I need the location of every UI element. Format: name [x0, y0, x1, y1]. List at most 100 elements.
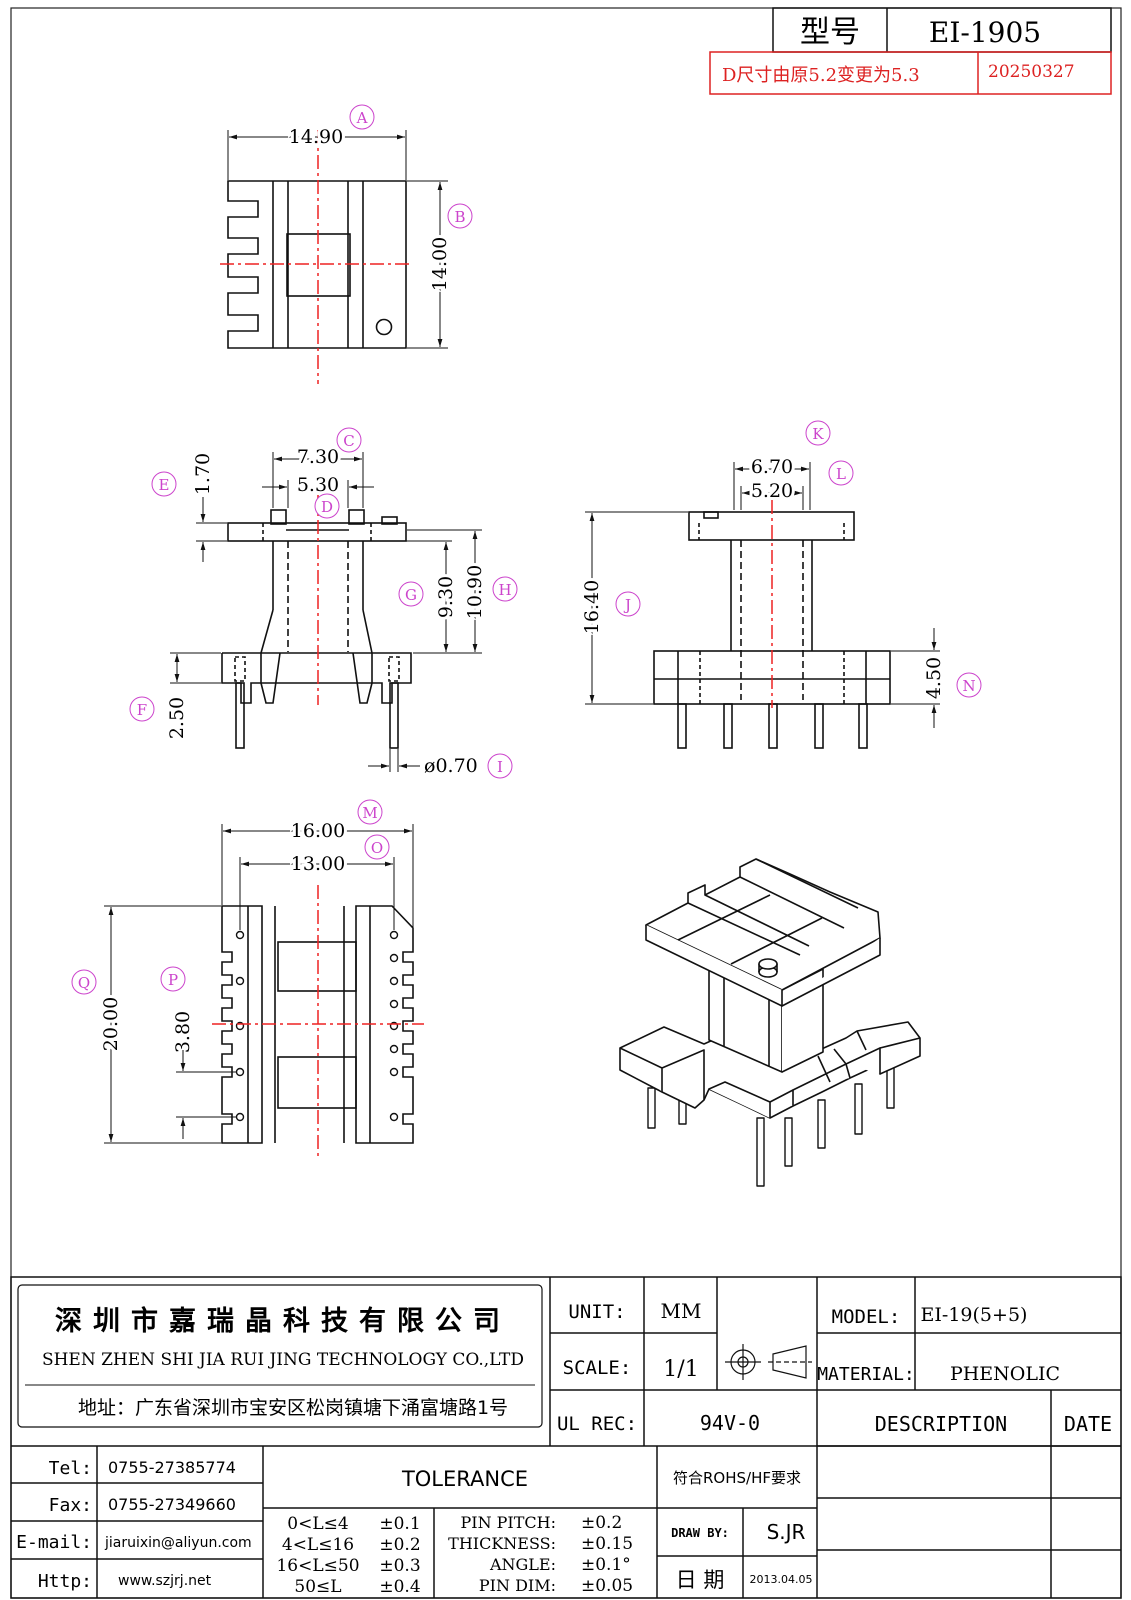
dim-a-tag: A	[356, 109, 368, 127]
dim-b-value: 14.00	[429, 237, 451, 291]
dim-c-d	[262, 452, 374, 508]
scale-label: SCALE:	[563, 1357, 632, 1379]
dim-i-value: ø0.70	[424, 755, 478, 777]
top-view-centerlines	[220, 130, 413, 384]
dim-m-tag-circle	[357, 799, 383, 825]
dim-n-value: 4.50	[923, 657, 945, 699]
description-label: DESCRIPTION	[875, 1412, 1007, 1436]
dim-q	[104, 905, 221, 1144]
dim-b-tag-circle	[447, 203, 473, 229]
material-label: MATERIAL:	[817, 1364, 915, 1385]
rohs-note: 符合ROHS/HF要求	[673, 1469, 801, 1487]
tol-param-3: PIN DIM:	[479, 1576, 556, 1595]
dim-l-value: 5.20	[751, 480, 793, 502]
dim-p-value: 3.80	[172, 1011, 194, 1053]
dim-n	[891, 628, 940, 728]
draw-by-value: S.JR	[767, 1520, 806, 1544]
tol-range-1: 4<L≤16	[282, 1535, 354, 1555]
company-name-cn: 深圳市嘉瑞晶科技有限公司	[55, 1305, 511, 1337]
dim-g-value: 9.30	[435, 576, 457, 618]
tol-value-3: ±0.4	[379, 1577, 420, 1597]
dim-j	[585, 511, 688, 705]
dim-j-tag: J	[623, 596, 631, 614]
bottom-view	[221, 905, 414, 1144]
dim-e-tag: E	[159, 476, 170, 494]
dim-a-tag-circle	[349, 104, 375, 130]
unit-value: MM	[661, 1299, 702, 1323]
dim-o-value: 13.00	[291, 853, 345, 875]
dim-d-tag: D	[321, 498, 333, 516]
dim-a-value: 14.90	[289, 126, 343, 148]
ul-value: 94V-0	[700, 1411, 760, 1435]
http-value: www.szjrj.net	[118, 1573, 212, 1589]
model-value: EI-19(5+5)	[921, 1304, 1028, 1326]
company-name-en: SHEN ZHEN SHI JIA RUI JING TECHNOLOGY CO…	[42, 1350, 524, 1370]
dim-h-tag-circle	[492, 576, 518, 602]
dim-f	[170, 652, 221, 684]
tol-range-2: 16<L≤50	[276, 1556, 359, 1576]
tol-param-value-2: ±0.1°	[581, 1555, 631, 1575]
dim-c-tag-circle	[336, 427, 362, 453]
header-model-box: 型号 EI-1905	[772, 7, 1112, 53]
unit-label: UNIT:	[568, 1301, 625, 1323]
date-cn-label: 日 期	[676, 1568, 725, 1592]
dim-j-value: 16.40	[581, 580, 603, 634]
dim-h-value: 10.90	[464, 565, 486, 619]
front-view	[221, 509, 412, 749]
scale-value: 1/1	[663, 1357, 698, 1382]
dim-f-tag: F	[137, 701, 147, 719]
dim-p	[176, 1050, 237, 1139]
isometric-view	[619, 858, 921, 1187]
dim-k-tag: K	[812, 425, 824, 443]
dim-a	[227, 130, 407, 180]
dim-b	[407, 180, 448, 349]
dim-j-tag-circle	[615, 591, 641, 617]
title-block-grid	[10, 1276, 1122, 1599]
fax-value: 0755-27349660	[108, 1495, 236, 1514]
dim-b-tag: B	[454, 208, 465, 226]
dim-d-tag-circle	[314, 493, 340, 519]
dim-m-tag: M	[362, 804, 377, 822]
dim-q-tag-circle	[71, 969, 97, 995]
dim-g-tag: G	[405, 586, 417, 604]
dim-d-value: 5.30	[297, 474, 339, 496]
email-value: jiaruixin@aliyun.com	[104, 1535, 252, 1551]
tol-range-3: 50≤L	[294, 1577, 341, 1597]
tol-param-value-0: ±0.2	[581, 1513, 622, 1533]
revision-date: 20250327	[988, 62, 1075, 82]
projection-symbol-icon	[725, 1344, 812, 1380]
dim-h-tag: H	[498, 581, 511, 599]
dim-c-tag: C	[343, 432, 354, 450]
tol-param-2: ANGLE:	[489, 1555, 556, 1574]
company-frame	[17, 1284, 543, 1428]
tel-label: Tel:	[49, 1458, 92, 1479]
tolerance-title: TOLERANCE	[401, 1467, 528, 1491]
dim-m-value: 16.00	[291, 820, 345, 842]
dim-q-tag: Q	[78, 974, 90, 992]
dim-i	[368, 749, 420, 772]
dim-o-tag-circle	[364, 834, 390, 860]
tol-value-1: ±0.2	[379, 1535, 420, 1555]
dim-e	[196, 497, 227, 562]
tel-value: 0755-27385774	[108, 1458, 236, 1477]
dim-k-tag-circle	[805, 420, 831, 446]
tol-range-0: 0<L≤4	[287, 1514, 348, 1534]
dim-l-tag: L	[836, 465, 846, 483]
revision-note: D尺寸由原5.2变更为5.3	[722, 65, 920, 86]
dim-n-tag: N	[962, 677, 975, 695]
http-label: Http:	[38, 1571, 92, 1592]
dim-m-o	[221, 824, 414, 930]
dim-e-tag-circle	[151, 471, 177, 497]
dim-i-tag: I	[497, 758, 503, 776]
fax-label: Fax:	[49, 1495, 92, 1516]
dim-g-h	[365, 529, 482, 654]
tol-param-1: THICKNESS:	[448, 1534, 556, 1553]
tol-value-2: ±0.3	[379, 1556, 420, 1576]
header-model-label: 型号	[800, 15, 860, 50]
material-value: PHENOLIC	[950, 1363, 1060, 1385]
dim-i-tag-circle	[487, 753, 513, 779]
header-model-value: EI-1905	[929, 16, 1041, 49]
dim-n-tag-circle	[956, 672, 982, 698]
company-address: 地址：广东省深圳市宝安区松岗镇塘下涌富塘路1号	[78, 1397, 508, 1419]
